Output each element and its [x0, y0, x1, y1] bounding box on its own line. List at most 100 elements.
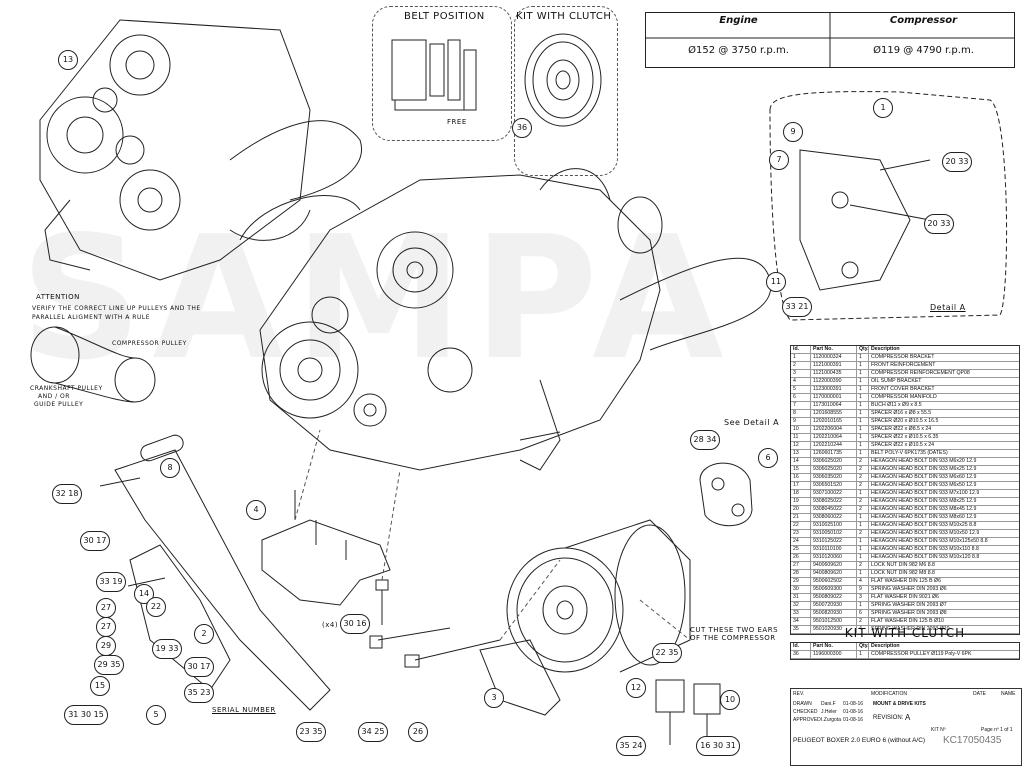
part-qty: 2 [857, 562, 869, 569]
part-id: 28 [791, 570, 811, 577]
part-number: 9501012500 [811, 618, 857, 625]
part-qty: 1 [857, 434, 869, 441]
part-description: HEXAGON HEAD BOLT DIN 933 M10x125x50 8.8 [871, 538, 988, 544]
tb-kit-label: KIT Nº [931, 727, 946, 733]
part-id: 32 [791, 602, 811, 609]
part-id: 25 [791, 546, 811, 553]
header-part-no: Part No. [811, 346, 857, 353]
part-id: 26 [791, 554, 811, 561]
part-number: 9310110100 [811, 546, 857, 553]
callout-27-b: 27 [96, 617, 116, 637]
part-number: 1202010165 [811, 418, 857, 425]
callout-29-35: 29 35 [94, 655, 124, 675]
tb-checked-name: J.Heler [821, 709, 837, 715]
part-number: 9307100022 [811, 490, 857, 497]
part-id: 12 [791, 442, 811, 449]
serial-number-label: SERIAL NUMBER [212, 706, 276, 714]
part-id: 1 [791, 354, 811, 361]
part-qty: 2 [857, 618, 869, 625]
part-number: 9500602502 [811, 578, 857, 585]
callout-7: 7 [769, 150, 789, 170]
part-description: SPACER Ø22 x Ø10.5 x 24 [871, 442, 935, 448]
kit-row-qty: 1 [857, 651, 869, 658]
part-description: HEXAGON HEAD BOLT DIN 933 M8x60 12.9 [871, 514, 977, 520]
part-qty: 2 [857, 498, 869, 505]
callout-3: 3 [484, 688, 504, 708]
part-description: HEXAGON HEAD BOLT DIN 933 M10x25 8.8 [871, 522, 977, 528]
callout-6: 6 [758, 448, 778, 468]
callout-12: 12 [626, 678, 646, 698]
part-description: LOCK NUT DIN 982 M6 8.8 [871, 562, 935, 568]
callout-16-30-31: 16 30 31 [696, 736, 740, 756]
callout-4: 4 [246, 500, 266, 520]
part-qty: 1 [857, 570, 869, 577]
watermark: SAMPA [20, 200, 734, 398]
tb-drawn-date: 01-08-16 [843, 701, 864, 707]
part-id: 17 [791, 482, 811, 489]
callout-23-35: 23 35 [296, 722, 326, 742]
kit-header-qty: Qty. [859, 643, 869, 650]
part-description: SPRING WASHER DIN 2093 Ø10 [871, 626, 950, 632]
tb-model: PEUGEOT BOXER 2.0 EURO 6 (without A/C) [793, 737, 926, 744]
part-qty: 1 [857, 450, 869, 457]
part-description: HEXAGON HEAD BOLT DIN 933 M8x45 12.9 [871, 506, 977, 512]
title-block: REV. MODIFICATION DATE NAME DRAWN Dani.F… [790, 688, 1022, 766]
tb-sheet: Page nº 1 of 1 [981, 727, 1013, 733]
part-qty: 4 [857, 578, 869, 585]
callout-33-19: 33 19 [96, 572, 126, 592]
callout-33-21: 33 21 [782, 297, 812, 317]
cut-ears-line2: OF THE COMPRESSOR [690, 634, 776, 642]
part-description: BUCH Ø11 x Ø9 x 8.5 [871, 402, 922, 408]
part-description: HEXAGON HEAD BOLT DIN 933 M6x25 12.9 [871, 466, 977, 472]
part-qty: 1 [857, 426, 869, 433]
part-description: SPACER Ø20 x Ø10.5 x 16.5 [871, 418, 939, 424]
part-id: 29 [791, 578, 811, 585]
tb-drawn-name: Dani.F [821, 701, 836, 707]
callout-27-a: 27 [96, 598, 116, 618]
tb-modification: MODIFICATION [871, 691, 908, 697]
tb-mount-drive: MOUNT & DRIVE KITS [873, 701, 926, 707]
callout-35-23: 35 23 [184, 683, 214, 703]
part-number: 1123000391 [811, 386, 857, 393]
tb-approved: APPROVED [793, 717, 821, 723]
part-number: 9310050102 [811, 530, 857, 537]
part-id: 8 [791, 410, 811, 417]
tb-kit-number: KC17050435 [943, 735, 1002, 746]
callout-8: 8 [160, 458, 180, 478]
part-description: HEXAGON HEAD BOLT DIN 933 M10x110 8.8 [871, 546, 979, 552]
kit-header-row: Id. Part No. Qty. Description [791, 643, 1019, 651]
callout-19-33: 19 33 [152, 639, 182, 659]
part-number: 9500609300 [811, 586, 857, 593]
part-id: 14 [791, 458, 811, 465]
part-qty: 4 [857, 626, 869, 633]
part-id: 11 [791, 434, 811, 441]
engine-header: Engine [719, 15, 758, 26]
part-qty: 1 [857, 602, 869, 609]
callout-32-18: 32 18 [52, 484, 82, 504]
kit-row-part-no: 1196000300 [811, 651, 857, 658]
part-qty: 2 [857, 466, 869, 473]
callout-5: 5 [146, 705, 166, 725]
part-description: SPRING WASHER DIN 2093 Ø8 [871, 610, 947, 616]
part-id: 5 [791, 386, 811, 393]
x4-label: (x4) [322, 621, 339, 629]
cut-ears-line1: CUT THESE TWO EARS [690, 626, 779, 634]
part-number: 9308060022 [811, 514, 857, 521]
